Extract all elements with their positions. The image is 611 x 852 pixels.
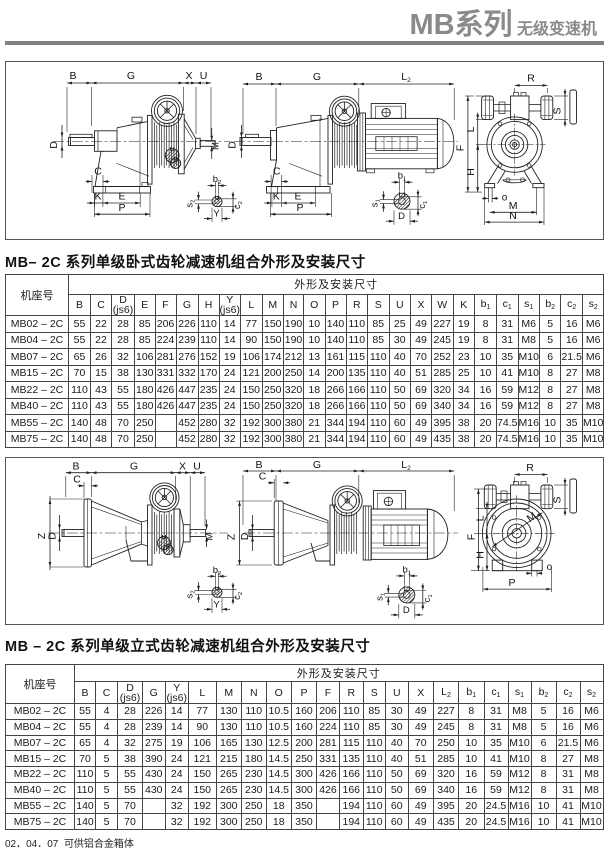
svg-text:s2: s2 [185, 590, 197, 598]
svg-text:c1: c1 [417, 201, 429, 209]
svg-text:S: S [552, 496, 564, 503]
svg-text:N: N [509, 210, 517, 222]
svg-text:D: D [48, 141, 60, 149]
svg-text:B: B [255, 459, 262, 471]
svg-text:X: X [185, 70, 192, 82]
svg-text:L: L [474, 515, 486, 521]
svg-text:s1: s1 [370, 199, 382, 207]
svg-text:B: B [255, 71, 262, 83]
svg-text:Z: Z [36, 532, 48, 539]
svg-text:C: C [273, 166, 281, 178]
svg-text:H: H [465, 168, 477, 176]
svg-text:G: G [130, 461, 138, 473]
svg-text:C: C [94, 166, 102, 178]
svg-text:Y: Y [213, 209, 220, 220]
svg-text:c2: c2 [232, 201, 244, 209]
svg-text:X: X [179, 461, 186, 473]
svg-text:c1: c1 [422, 594, 434, 602]
svg-text:K: K [273, 191, 280, 203]
svg-text:b2: b2 [213, 565, 222, 577]
svg-text:R: R [527, 73, 535, 85]
svg-text:E: E [294, 191, 301, 203]
svg-text:K: K [94, 191, 101, 203]
svg-text:P: P [296, 202, 303, 214]
svg-text:Z: Z [225, 533, 237, 540]
svg-text:B: B [69, 70, 76, 82]
svg-text:L2: L2 [401, 459, 411, 472]
svg-text:D: D [227, 141, 239, 149]
svg-text:H: H [474, 551, 486, 559]
svg-text:S: S [552, 107, 564, 114]
svg-text:C: C [259, 471, 267, 483]
svg-text:G: G [313, 71, 321, 83]
svg-text:b1: b1 [403, 564, 412, 576]
svg-text:G: G [127, 70, 135, 82]
svg-text:P: P [118, 202, 125, 214]
svg-text:L2: L2 [401, 71, 411, 84]
svg-text:M: M [211, 142, 222, 150]
svg-text:b1: b1 [398, 171, 407, 183]
svg-text:M: M [509, 200, 518, 212]
svg-text:G: G [313, 459, 321, 471]
svg-text:b2: b2 [213, 174, 222, 186]
svg-text:s1: s1 [374, 593, 386, 601]
svg-text:L: L [465, 126, 477, 132]
svg-text:R: R [526, 462, 534, 474]
svg-text:s2: s2 [185, 200, 197, 208]
svg-text:D: D [47, 532, 59, 540]
svg-text:D: D [403, 605, 410, 616]
svg-text:o: o [502, 192, 508, 203]
svg-text:D: D [239, 532, 251, 540]
svg-text:F: F [455, 145, 467, 151]
svg-text:E: E [118, 191, 125, 203]
svg-text:B: B [72, 461, 79, 473]
svg-text:U: U [193, 461, 201, 473]
svg-text:D: D [398, 211, 405, 222]
svg-text:U: U [200, 70, 208, 82]
svg-text:o: o [547, 562, 553, 573]
svg-text:Y: Y [213, 599, 220, 610]
svg-text:M: M [205, 532, 216, 540]
svg-text:c2: c2 [232, 592, 244, 600]
svg-text:P: P [508, 577, 515, 589]
svg-text:C: C [73, 474, 81, 486]
svg-text:F: F [465, 534, 477, 540]
